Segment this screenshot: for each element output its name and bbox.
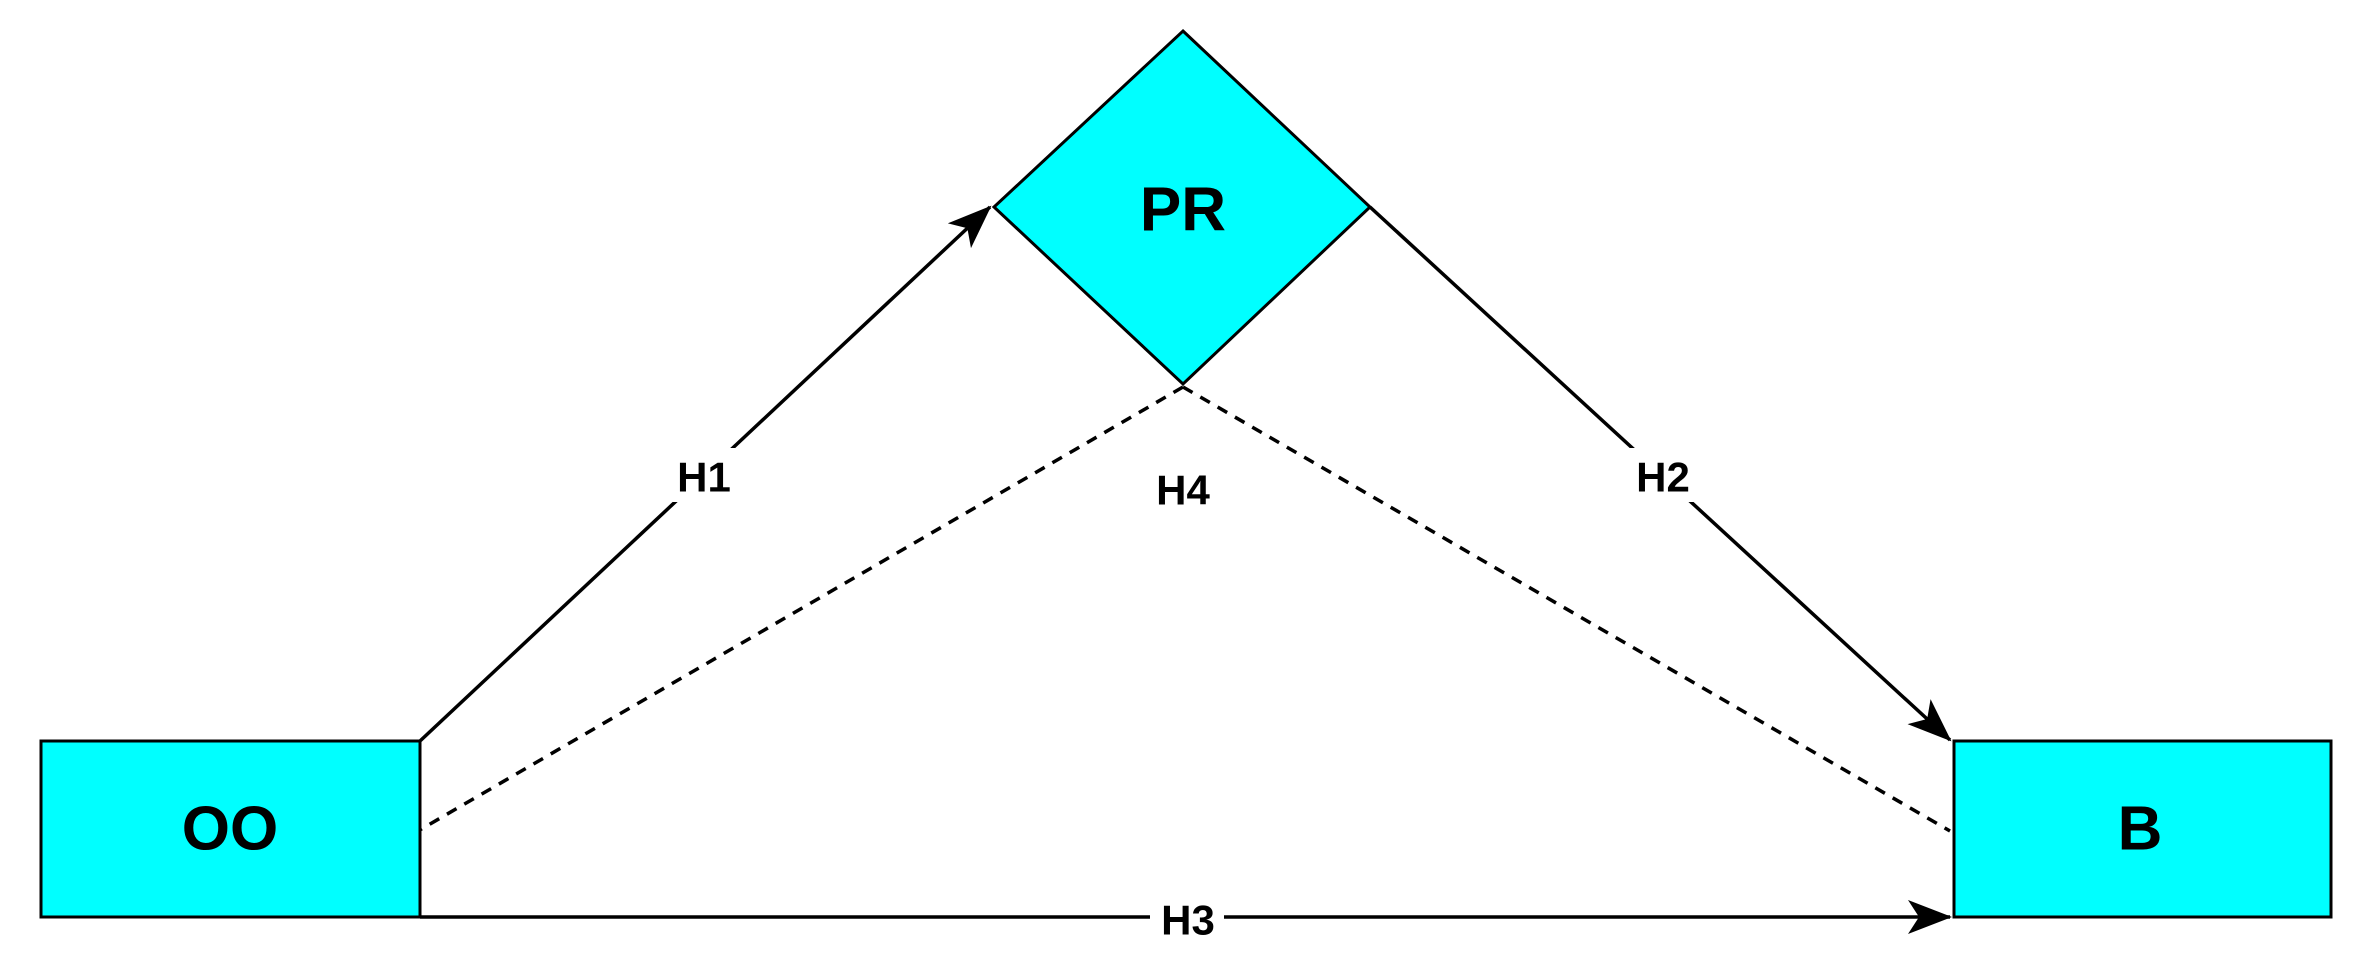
node-b-shape — [1952, 739, 2333, 919]
node-oo: OO — [39, 739, 422, 919]
node-pr-shape — [991, 28, 1373, 387]
edge-h3-label: H3 — [1161, 897, 1215, 944]
node-pr-label: PR — [1140, 176, 1226, 245]
edge-h1-label: H1 — [677, 454, 731, 501]
edge-h4-line-left — [417, 385, 1184, 833]
node-oo-shape — [39, 739, 422, 919]
edge-h3-label-group: H3 — [1150, 896, 1224, 944]
edge-h2-label-bg — [1626, 448, 1700, 502]
edge-h4-line-right — [1182, 385, 1951, 833]
edge-h1-label-bg — [668, 448, 740, 502]
edge-h1-label-group: H1 — [668, 448, 740, 502]
edge-h2-label: H2 — [1636, 454, 1690, 501]
edge-h4-label: H4 — [1156, 467, 1210, 514]
node-b: B — [1952, 739, 2333, 919]
edge-h2-label-group: H2 — [1626, 448, 1700, 502]
edge-h4-label-group: H4 — [1156, 467, 1210, 514]
node-oo-label: OO — [182, 795, 278, 864]
node-pr: PR — [991, 28, 1373, 387]
edge-h3-label-bg — [1150, 896, 1224, 940]
node-b-label: B — [2118, 795, 2163, 864]
